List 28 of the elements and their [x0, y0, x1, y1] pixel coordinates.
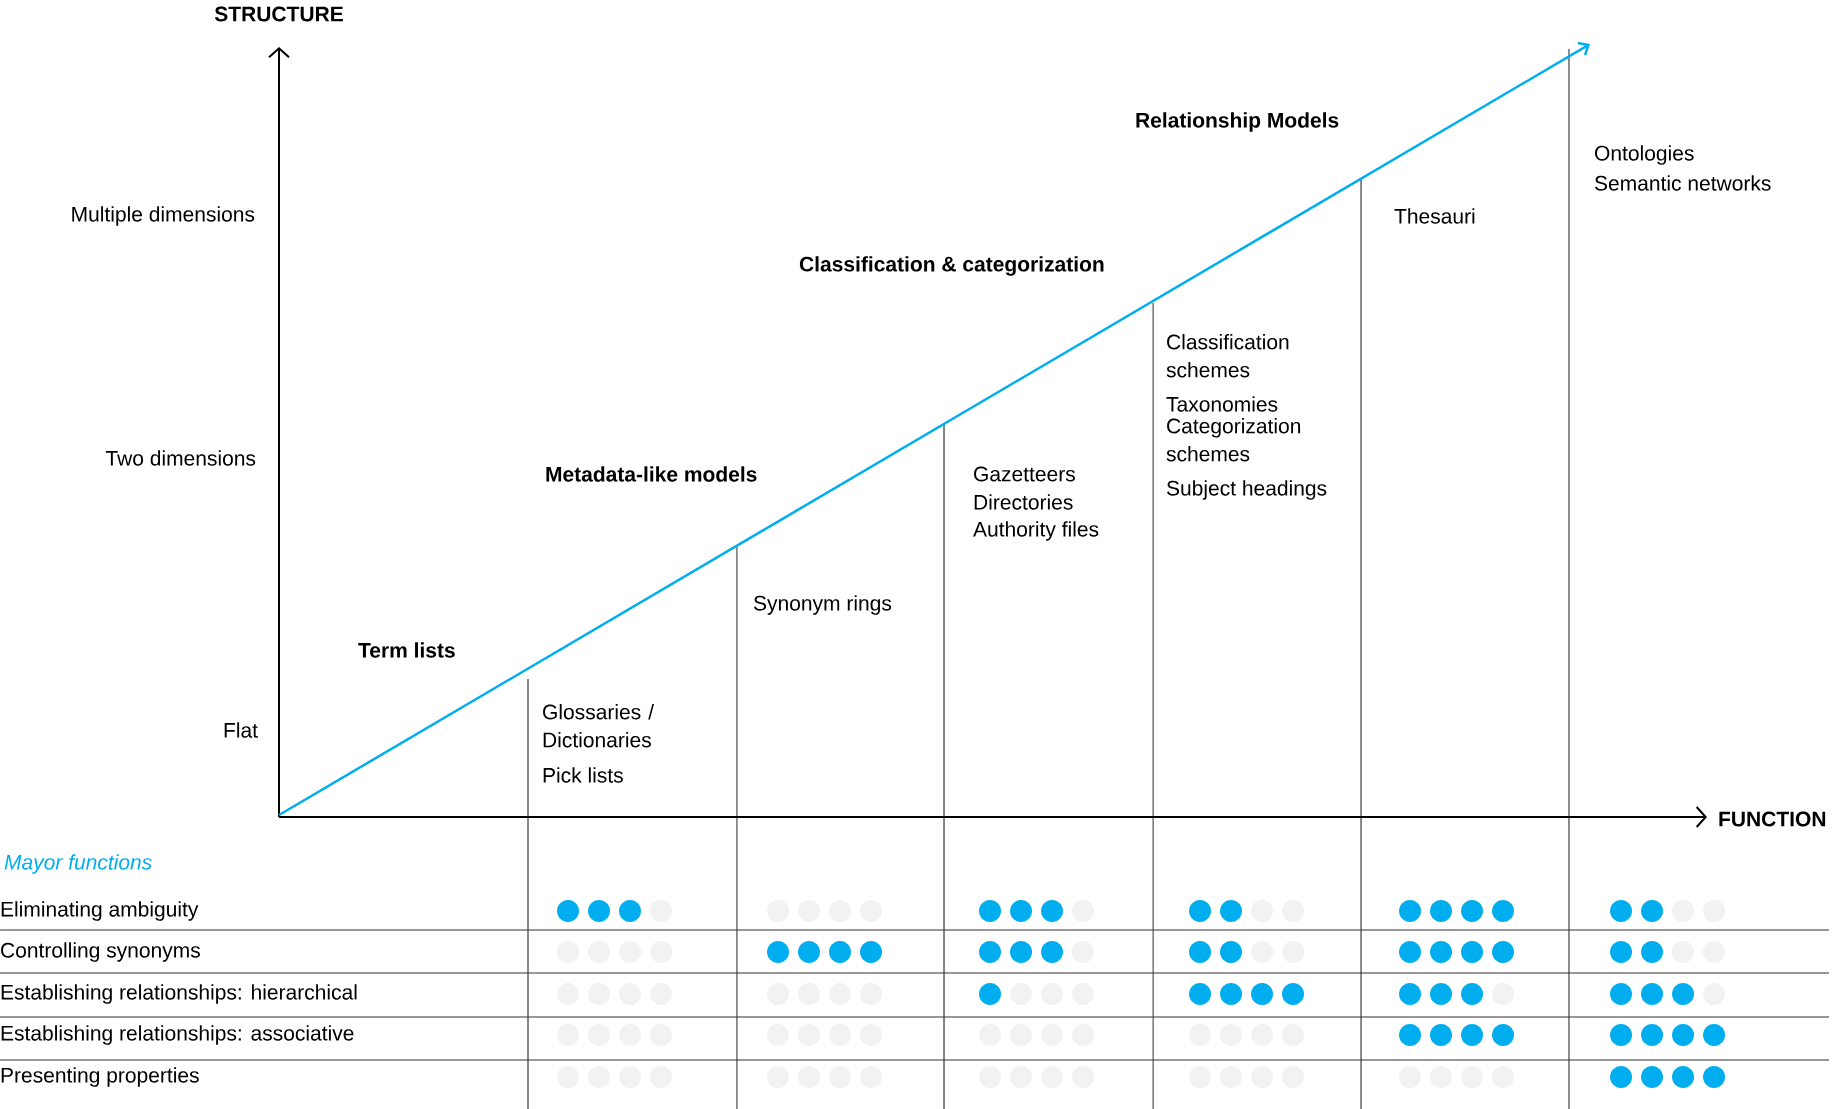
table-row-label: Presenting properties	[1, 1067, 199, 1087]
axis-tick-label: Multiple dimensions	[72, 206, 255, 226]
category-heading: Metadata-like models	[546, 466, 757, 482]
column-item: Glossaries / Dictionaries	[543, 704, 654, 748]
category-heading: Classification & categorization	[799, 256, 1104, 276]
axis-label: STRUCTURE	[214, 6, 343, 22]
table-row-label: Establishing relationships: hierarchical	[1, 984, 357, 1004]
column-item: Thesauri	[1394, 208, 1475, 224]
column-item: Gazetteers	[974, 466, 1075, 482]
category-heading: Relationship Models	[1136, 112, 1339, 132]
column-item: Ontologies	[1595, 145, 1694, 165]
column-item: Authority files	[973, 521, 1099, 541]
column-item: Taxonomies	[1166, 396, 1278, 412]
category-heading: Term lists	[358, 642, 455, 658]
column-item: Pick lists	[543, 767, 623, 783]
axis-label: FUNCTION	[1719, 811, 1826, 827]
column-item: Classification schemes	[1166, 334, 1289, 378]
column-item: Directories	[974, 494, 1073, 510]
column-item: Synonym rings	[753, 595, 892, 615]
table-row-label: Establishing relationships: associative	[1, 1025, 354, 1045]
column-item: Semantic networks	[1595, 175, 1771, 191]
axis-tick-label: Two dimensions	[105, 450, 256, 466]
axis-tick-label: Flat	[224, 722, 258, 738]
column-item: Subject headings	[1166, 480, 1327, 500]
table-row-label: Controlling synonyms	[1, 942, 200, 962]
table-row-label: Eliminating ambiguity	[1, 901, 199, 921]
column-item: Categorization schemes	[1166, 418, 1301, 462]
section-heading: Mayor functions	[4, 854, 152, 874]
